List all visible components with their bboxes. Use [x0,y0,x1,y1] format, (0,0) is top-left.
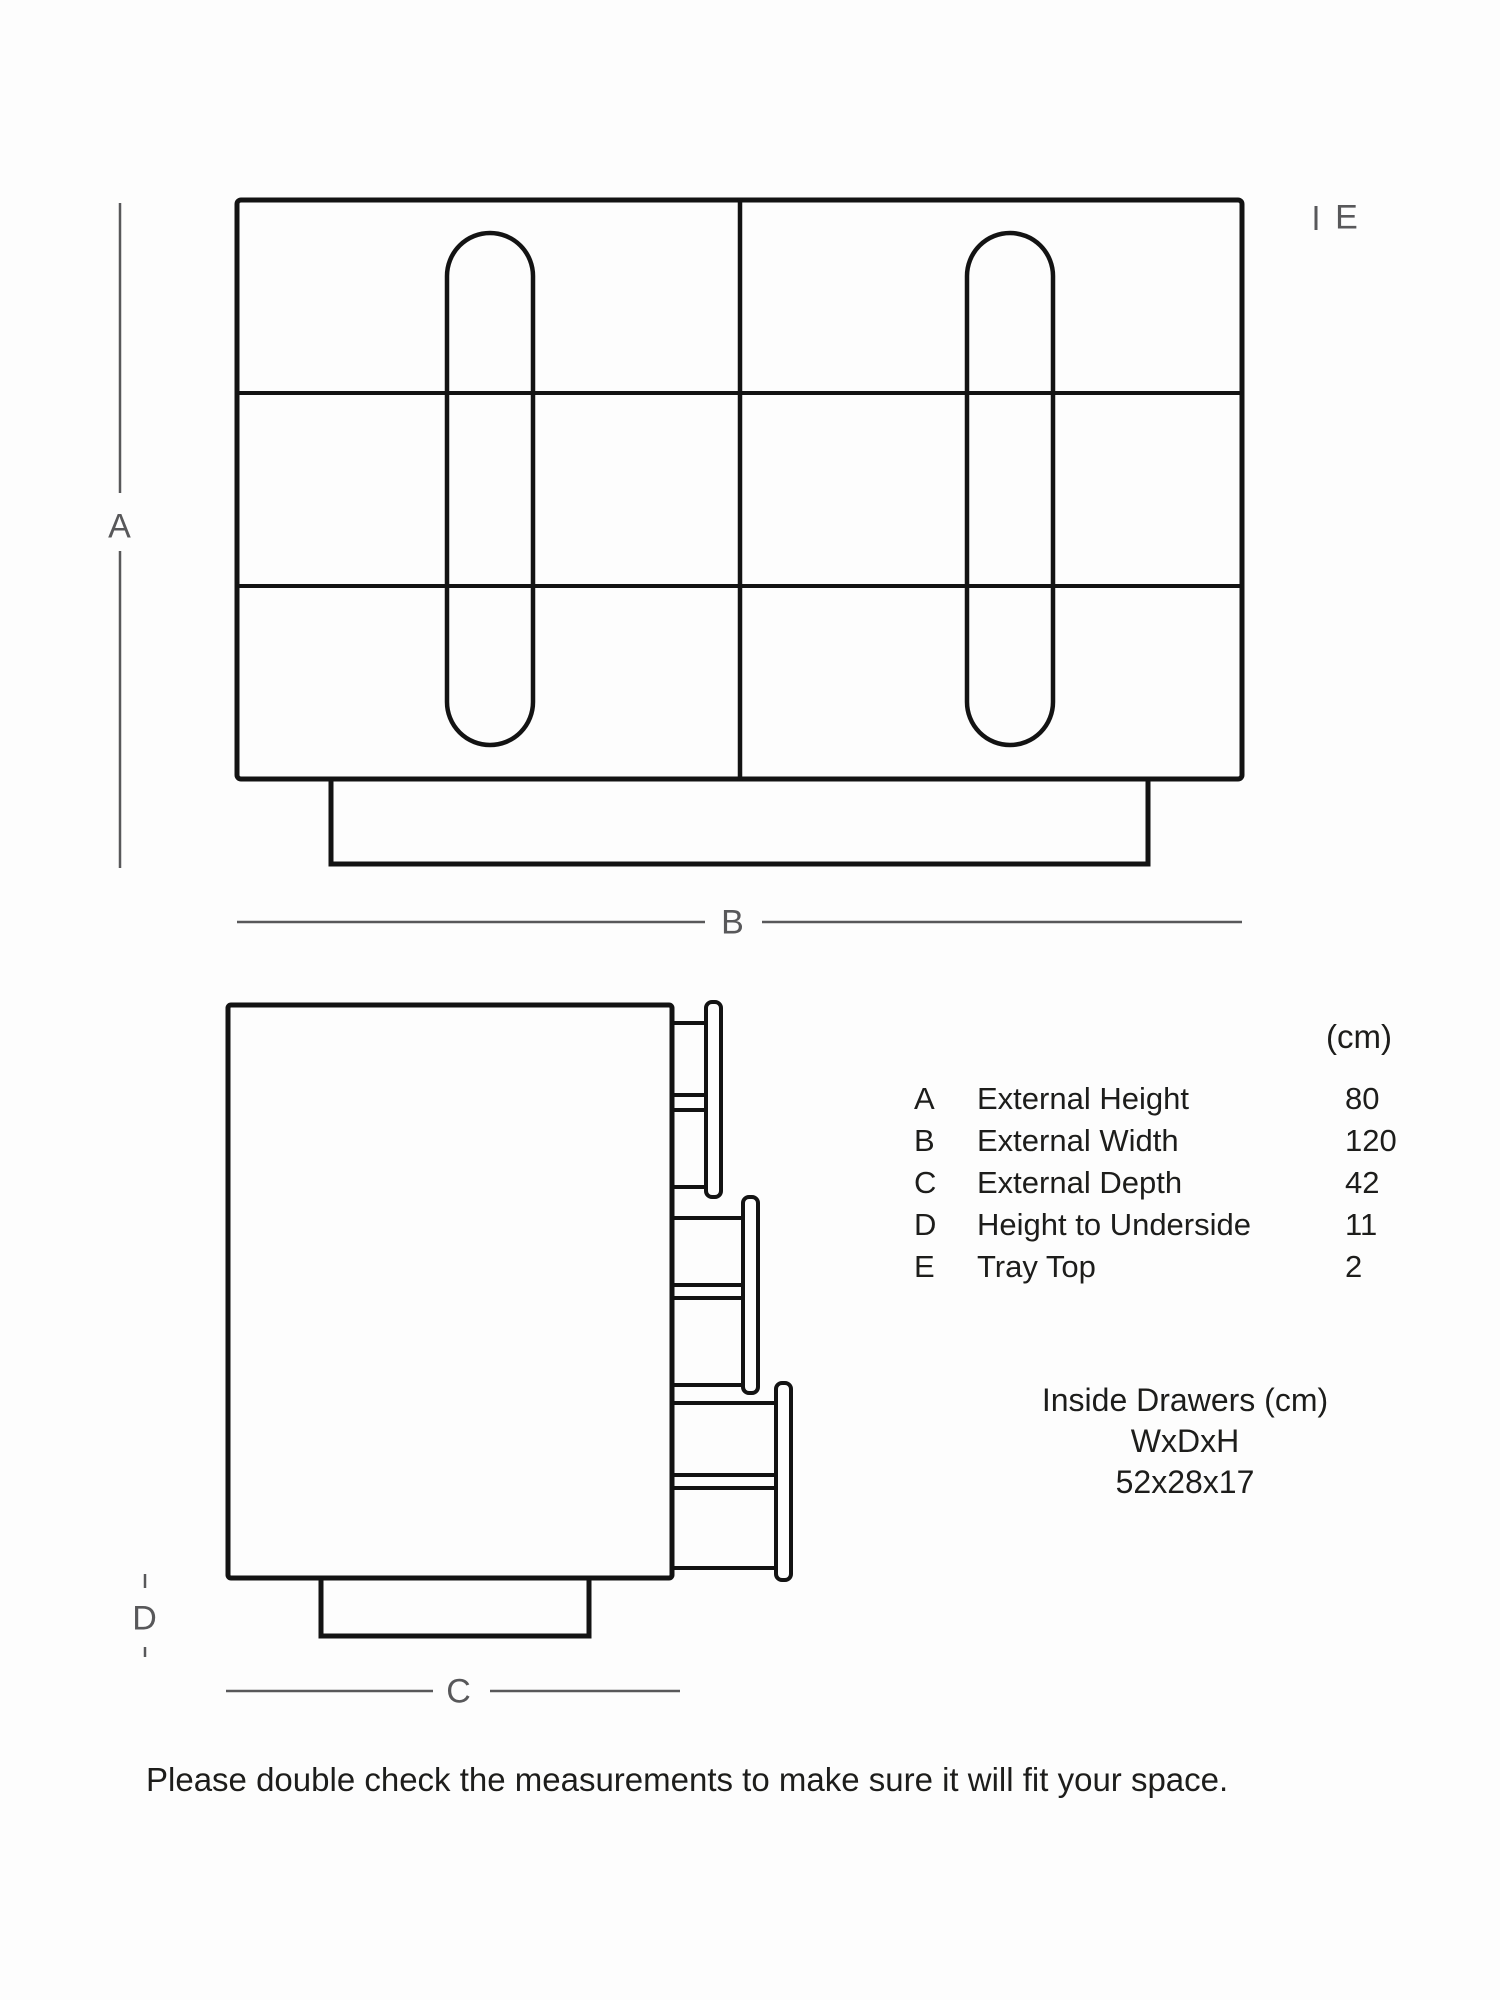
front-plinth [328,776,1151,867]
table-row: C External Depth 42 [914,1162,1400,1204]
row-letter: A [914,1081,935,1116]
side-drawer-3-front-panel [774,1381,793,1582]
inside-drawers-note: Inside Drawers (cm) WxDxH 52x28x17 [1042,1380,1328,1503]
row-letter: C [914,1165,937,1200]
inside-drawers-title: Inside Drawers (cm) [1041,1382,1329,1418]
row-value: 42 [1345,1165,1380,1200]
row-value: 11 [1345,1207,1378,1242]
row-value: 120 [1345,1123,1397,1158]
side-drawer-1-box [670,1021,710,1189]
inside-drawers-dims-label: WxDxH [1130,1423,1240,1459]
table-row: D Height to Underside 11 [914,1204,1400,1246]
row-value: 80 [1345,1081,1380,1116]
row-letter: E [914,1249,935,1284]
dimension-label-d: D [132,1599,158,1638]
side-drawer-1-front-panel [704,1000,723,1199]
dimension-label-e: E [1335,198,1359,237]
side-body-outline [225,1002,675,1581]
row-label: Height to Underside [977,1207,1251,1242]
row-label: External Height [977,1081,1189,1116]
side-view [225,1000,793,1639]
row-letter: D [914,1207,937,1242]
table-unit-header: (cm) [1326,1018,1392,1055]
row-label: External Depth [977,1165,1183,1200]
row-label: External Width [977,1123,1179,1158]
front-view [234,197,1245,867]
side-drawer-2-front-panel [741,1195,760,1395]
fit-warning-note: Please double check the measurements to … [146,1761,1229,1798]
front-handle-left [444,230,536,748]
dimension-label-b: B [721,903,745,942]
side-plinth [318,1575,592,1639]
dimensions-table: A External Height 80 B External Width 12… [914,1078,1400,1288]
side-drawer-3-box [670,1401,780,1570]
side-drawer-2-box [670,1216,747,1387]
table-row: A External Height 80 [914,1078,1400,1120]
table-row: B External Width 120 [914,1120,1400,1162]
table-row: E Tray Top 2 [914,1246,1400,1288]
dimension-marks [118,203,1318,1693]
row-label: Tray Top [977,1249,1096,1284]
row-value: 2 [1345,1249,1363,1284]
front-handle-right [964,230,1056,748]
dimension-label-c: C [446,1672,472,1711]
row-letter: B [914,1123,935,1158]
inside-drawers-dims-value: 52x28x17 [1115,1464,1255,1500]
dimension-label-a: A [108,507,132,546]
